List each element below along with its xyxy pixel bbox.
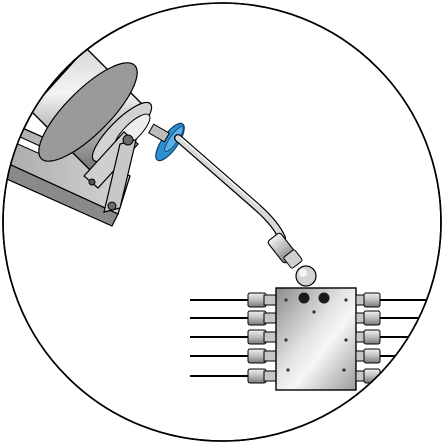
left-outlet-fittings <box>247 292 277 384</box>
frame-outline <box>2 2 442 442</box>
block-port <box>298 292 310 304</box>
block-screw <box>312 310 316 314</box>
outlet-fitting <box>247 348 277 364</box>
outlet-fitting <box>247 310 277 326</box>
outlet-fitting <box>355 329 381 345</box>
block-screw <box>284 298 288 302</box>
divider-block <box>275 287 357 391</box>
left-outlet-lines <box>190 299 250 377</box>
blue-flange-fitting <box>148 122 185 162</box>
outlet-fitting <box>355 310 381 326</box>
block-screw <box>342 368 346 372</box>
outlet-fitting <box>247 368 277 384</box>
block-screw <box>344 338 348 342</box>
swivel-joint <box>295 265 317 287</box>
block-screw <box>344 298 348 302</box>
arm-bolt <box>88 178 96 186</box>
block-screw <box>286 368 290 372</box>
lever-pin <box>107 201 117 211</box>
outlet-fitting <box>247 292 277 308</box>
block-screw <box>284 338 288 342</box>
mounting-bracket <box>3 116 131 227</box>
outlet-fitting <box>355 368 381 384</box>
lever-pivot <box>122 134 134 146</box>
right-outlet-fittings <box>355 292 381 384</box>
outlet-fitting <box>247 329 277 345</box>
outlet-fitting <box>355 348 381 364</box>
tube-fitting <box>267 232 317 287</box>
block-port <box>318 292 330 304</box>
pump-lever <box>83 131 139 213</box>
outlet-fitting <box>355 292 381 308</box>
